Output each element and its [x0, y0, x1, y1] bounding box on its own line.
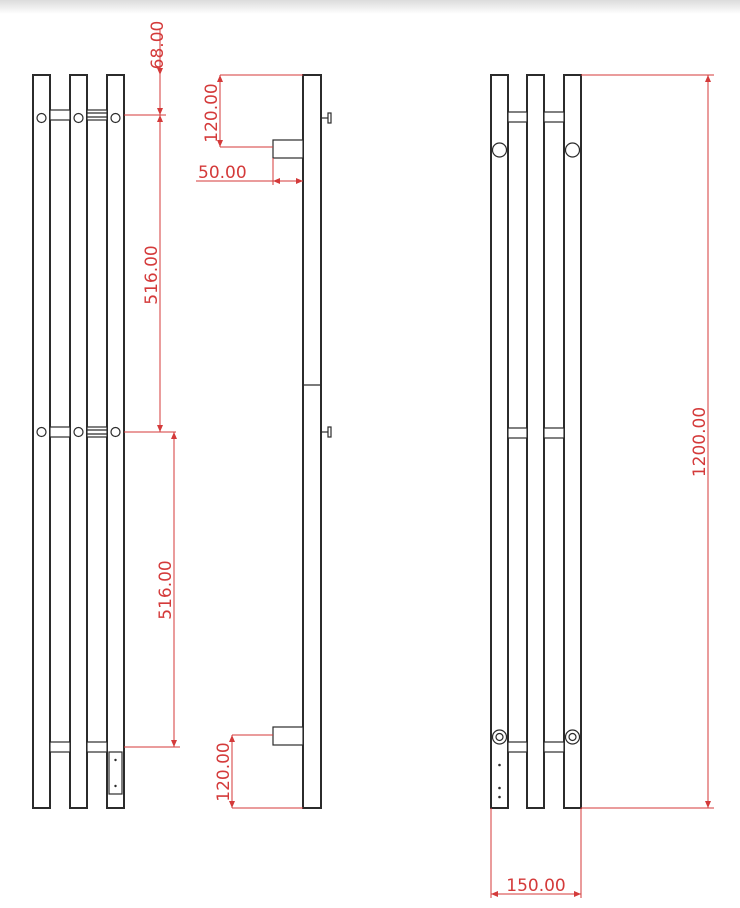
dim-label-120-bottom: 120.00: [214, 742, 234, 801]
front-bar-left: [32, 74, 51, 809]
mounting-hole: [110, 112, 121, 124]
mounting-hole: [36, 112, 47, 124]
wall-bracket-top: [272, 139, 304, 159]
back-connector: [543, 741, 565, 753]
back-view: 1200.00 150.00: [490, 74, 714, 898]
back-connector: [543, 427, 565, 439]
back-connector: [507, 741, 528, 753]
back-bar-middle: [526, 74, 545, 809]
front-bar-middle: [69, 74, 88, 809]
front-view: 68.00 516.00 516.00: [32, 21, 180, 809]
dim-label-50: 50.00: [198, 163, 247, 183]
wall-bracket-bottom: [272, 726, 304, 746]
mounting-hole: [73, 112, 84, 124]
front-connector: [49, 741, 71, 753]
front-connector: [86, 741, 108, 753]
front-connector: [49, 109, 71, 121]
back-connector: [507, 427, 528, 439]
mounting-hole: [110, 426, 121, 438]
dim-label-120-top: 120.00: [202, 83, 222, 142]
back-bar-right: [563, 74, 582, 809]
mounting-hole: [36, 426, 47, 438]
back-connector: [543, 111, 565, 123]
top-shadow-bar: [0, 0, 740, 14]
back-connector: [507, 111, 528, 123]
mounting-hole: [564, 142, 581, 158]
mounting-hole: [491, 142, 508, 158]
dim-label-516-lower: 516.00: [156, 560, 176, 619]
front-bar-right: [106, 74, 125, 809]
side-bar: [302, 74, 322, 809]
dim-label-516-upper: 516.00: [142, 245, 162, 304]
dim-label-1200: 1200.00: [690, 407, 710, 477]
dim-label-68: 68.00: [148, 21, 168, 70]
side-view: 120.00 50.00 120.00: [196, 74, 332, 809]
mounting-hole: [73, 426, 84, 438]
front-connector: [86, 109, 108, 121]
control-box: [108, 751, 123, 795]
back-bar-left: [490, 74, 509, 809]
dim-label-150: 150.00: [506, 876, 565, 896]
front-connector: [49, 426, 71, 438]
front-connector: [86, 426, 108, 438]
